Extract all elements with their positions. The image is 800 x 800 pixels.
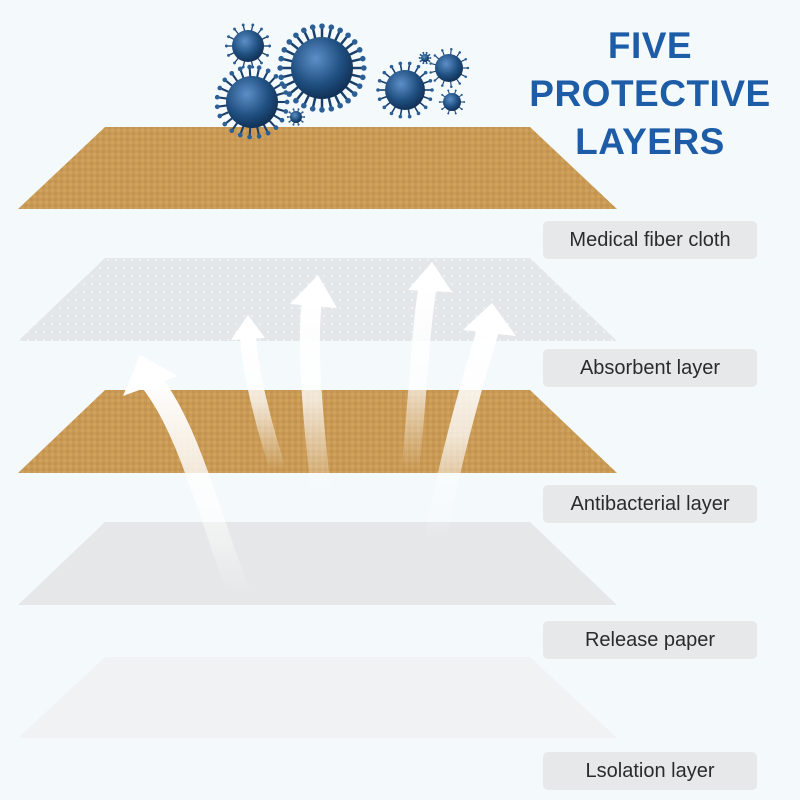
virus-icon	[418, 51, 432, 65]
virus-icon	[286, 108, 306, 126]
virus-cluster	[214, 23, 470, 140]
release-paper-sheet	[18, 522, 617, 605]
page-title: FIVE PROTECTIVE LAYERS	[515, 22, 785, 166]
airflow-arrow-icon	[401, 262, 452, 479]
layer-label-release-paper: Release paper	[543, 621, 757, 659]
virus-icon	[429, 47, 470, 89]
airflow-arrow-icon	[231, 315, 286, 478]
layer-label-isolation: Lsolation layer	[543, 752, 757, 790]
virus-icon	[214, 64, 290, 140]
virus-icon	[277, 23, 367, 113]
airflow-arrow-icon	[424, 303, 516, 551]
virus-icon	[376, 61, 434, 119]
layer-label-medical-fiber-cloth: Medical fiber cloth	[543, 221, 757, 259]
medical-fiber-cloth-sheet	[18, 127, 617, 209]
airflow-arrow-icon	[123, 355, 251, 606]
layer-label-absorbent: Absorbent layer	[543, 349, 757, 387]
title-line: LAYERS	[575, 121, 725, 162]
title-line: PROTECTIVE	[529, 73, 771, 114]
isolation-layer-sheet	[18, 657, 617, 738]
title-line: FIVE	[607, 25, 693, 66]
virus-icon	[224, 23, 272, 69]
virus-icon	[438, 89, 466, 115]
layer-label-antibacterial: Antibacterial layer	[543, 485, 757, 523]
airflow-arrows	[123, 262, 516, 606]
airflow-arrow-icon	[290, 275, 337, 510]
